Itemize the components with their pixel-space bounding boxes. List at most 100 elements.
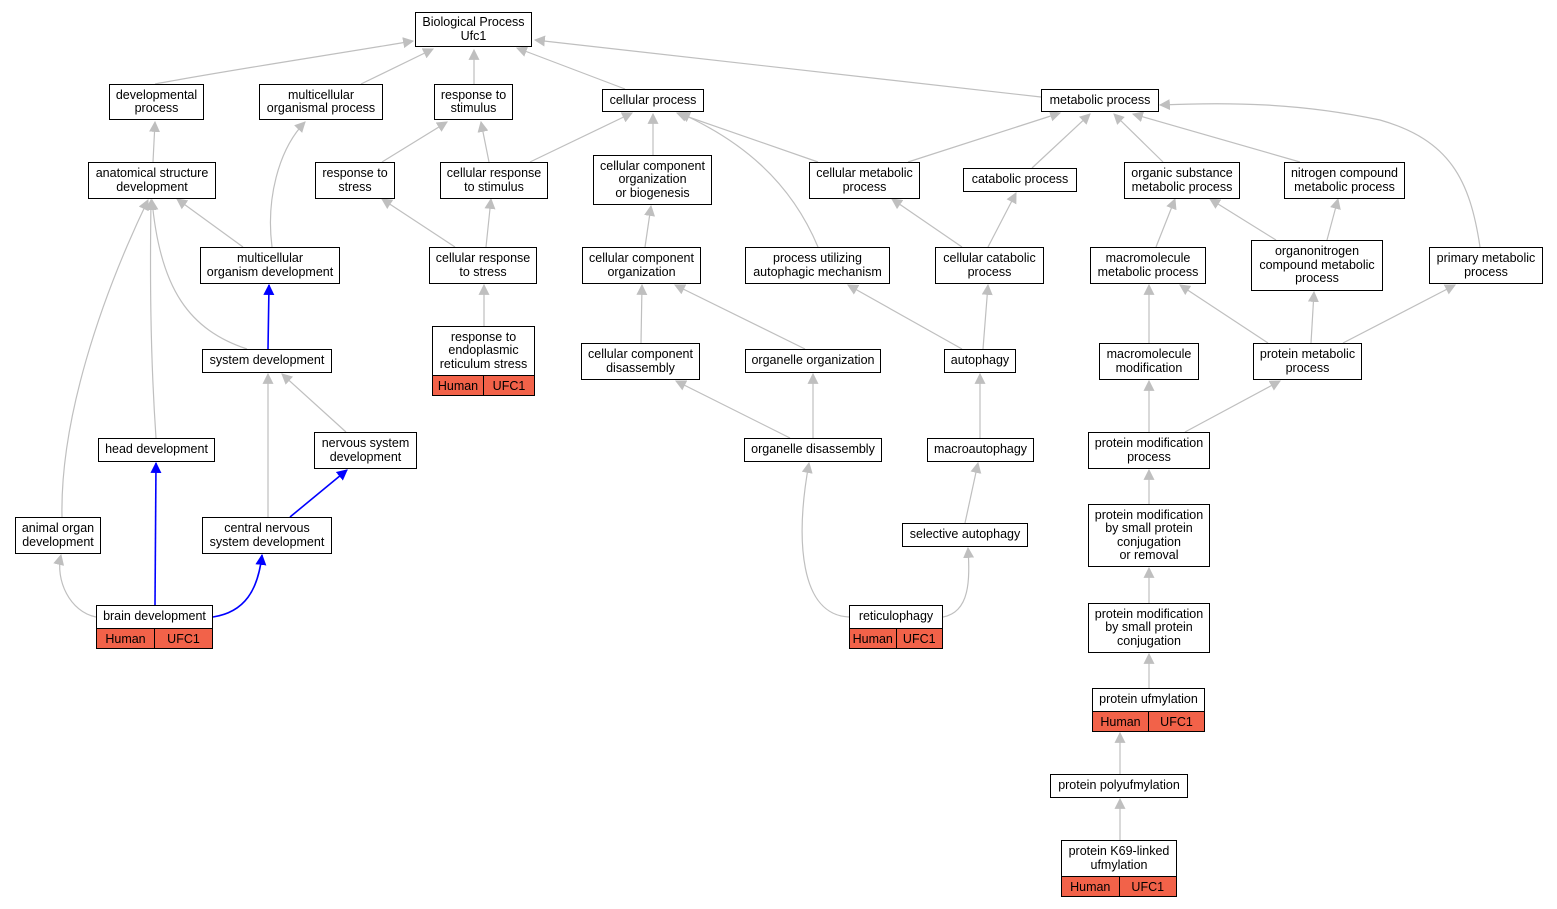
node-animal-organ-development[interactable]: animal organ development xyxy=(15,517,101,554)
annotation-species: Human xyxy=(1093,712,1148,731)
edge-process-utilizing-autophagic-mechanism-to-cellular-process xyxy=(678,112,819,248)
node-nitrogen-compound-metabolic-process[interactable]: nitrogen compound metabolic process xyxy=(1284,162,1405,199)
edge-system-development-to-anatomical-structure-development xyxy=(147,198,248,350)
node-organonitrogen-compound-metabolic-process[interactable]: organonitrogen compound metabolic proces… xyxy=(1251,240,1383,291)
edge-brain-development-to-head-development xyxy=(150,461,162,606)
edge-selective-autophagy-to-macroautophagy xyxy=(964,461,982,524)
node-protein-mod-small-protein-conj[interactable]: protein modification by small protein co… xyxy=(1088,603,1210,653)
edge-organonitrogen-compound-metabolic-process-to-organic-substance-metabolic-process xyxy=(1209,198,1277,241)
edge-brain-development-to-central-nervous-system-development xyxy=(212,553,267,618)
edge-cellular-metabolic-process-to-metabolic-process xyxy=(907,110,1062,163)
node-brain-development[interactable]: brain development xyxy=(96,605,213,629)
edge-central-nervous-system-development-to-nervous-system-development xyxy=(289,469,348,518)
edge-developmental-process-to-root xyxy=(154,37,415,85)
edge-cellular-response-to-stimulus-to-response-to-stimulus xyxy=(477,120,490,163)
node-protein-metabolic-process[interactable]: protein metabolic process xyxy=(1253,343,1362,380)
edge-organonitrogen-compound-metabolic-process-to-nitrogen-compound-metabolic-process xyxy=(1326,197,1341,241)
node-macromolecule-modification[interactable]: macromolecule modification xyxy=(1099,343,1199,380)
node-root[interactable]: Biological Process Ufc1 xyxy=(415,12,532,47)
node-central-nervous-system-development[interactable]: central nervous system development xyxy=(202,517,332,554)
edge-nervous-system-development-to-system-development xyxy=(281,373,347,433)
edge-anatomical-structure-development-to-developmental-process xyxy=(149,120,160,163)
node-protein-ufmylation[interactable]: protein ufmylation xyxy=(1092,688,1205,712)
node-metabolic-process[interactable]: metabolic process xyxy=(1041,89,1159,112)
node-reticulophagy[interactable]: reticulophagy xyxy=(849,605,943,629)
annotation-species: Human xyxy=(433,376,483,395)
edge-nitrogen-compound-metabolic-process-to-metabolic-process xyxy=(1131,111,1301,163)
edge-autophagy-to-cellular-catabolic-process xyxy=(981,283,993,350)
node-process-utilizing-autophagic-mechanism[interactable]: process utilizing autophagic mechanism xyxy=(745,247,890,284)
node-macroautophagy[interactable]: macroautophagy xyxy=(927,438,1034,462)
edge-cellular-component-disassembly-to-cellular-component-organization xyxy=(636,283,648,344)
edge-protein-metabolic-process-to-macromolecule-metabolic-process xyxy=(1179,284,1269,344)
edge-multicellular-organism-development-to-multicellular-organismal-process xyxy=(269,121,306,248)
edge-head-development-to-anatomical-structure-development xyxy=(145,198,157,439)
node-organelle-organization[interactable]: organelle organization xyxy=(745,349,881,373)
node-developmental-process[interactable]: developmental process xyxy=(109,84,204,120)
edge-cellular-response-to-stress-to-cellular-response-to-stimulus xyxy=(484,197,496,248)
node-macromolecule-metabolic-process[interactable]: macromolecule metabolic process xyxy=(1090,247,1206,284)
graph-edges xyxy=(53,35,1481,840)
node-multicellular-organismal-process[interactable]: multicellular organismal process xyxy=(259,84,383,120)
node-multicellular-organism-development[interactable]: multicellular organism development xyxy=(200,247,340,284)
edge-reticulophagy-to-organelle-disassembly xyxy=(801,461,850,618)
node-catabolic-process[interactable]: catabolic process xyxy=(963,168,1077,192)
edge-primary-metabolic-process-to-metabolic-process xyxy=(1158,99,1481,248)
edge-cellular-catabolic-process-to-catabolic-process xyxy=(987,192,1017,248)
node-head-development[interactable]: head development xyxy=(98,438,215,462)
annotation-species: Human xyxy=(1062,877,1119,896)
edge-response-to-stress-to-response-to-stimulus xyxy=(381,121,448,163)
annotation-gene: UFC1 xyxy=(154,629,212,648)
edge-multicellular-organism-development-to-anatomical-structure-development xyxy=(176,198,244,248)
edge-protein-modification-process-to-protein-metabolic-process xyxy=(1184,380,1281,433)
node-system-development[interactable]: system development xyxy=(202,349,332,373)
annotation-gene: UFC1 xyxy=(1148,712,1204,731)
node-cellular-metabolic-process[interactable]: cellular metabolic process xyxy=(809,162,920,199)
edge-cellular-response-to-stimulus-to-cellular-process xyxy=(529,112,633,163)
node-cellular-component-organization[interactable]: cellular component organization xyxy=(582,247,701,284)
annotation-species: Human xyxy=(97,629,154,648)
edge-cellular-metabolic-process-to-cellular-process xyxy=(675,111,819,163)
node-protein-k69-linked-ufmylation[interactable]: protein K69-linked ufmylation xyxy=(1061,840,1177,877)
node-protein-polyufmylation[interactable]: protein polyufmylation xyxy=(1050,774,1188,798)
edge-reticulophagy-to-selective-autophagy xyxy=(942,546,975,618)
node-cellular-catabolic-process[interactable]: cellular catabolic process xyxy=(935,247,1044,284)
node-selective-autophagy[interactable]: selective autophagy xyxy=(902,523,1028,547)
node-protein-modification-process[interactable]: protein modification process xyxy=(1088,432,1210,469)
annotation-gene: UFC1 xyxy=(895,629,942,648)
edge-protein-metabolic-process-to-organonitrogen-compound-metabolic-process xyxy=(1307,290,1319,344)
node-anatomical-structure-development[interactable]: anatomical structure development xyxy=(88,162,216,199)
node-protein-mod-small-protein-conj-or-removal[interactable]: protein modification by small protein co… xyxy=(1088,504,1210,567)
node-organic-substance-metabolic-process[interactable]: organic substance metabolic process xyxy=(1124,162,1240,199)
node-cellular-component-disassembly[interactable]: cellular component disassembly xyxy=(581,343,700,380)
node-response-to-stress[interactable]: response to stress xyxy=(315,162,395,199)
annotation-gene: UFC1 xyxy=(1118,877,1176,896)
annotation-gene: UFC1 xyxy=(483,376,534,395)
node-cellular-response-to-stimulus[interactable]: cellular response to stimulus xyxy=(440,162,548,199)
node-cellular-component-organization-or-biogenesis[interactable]: cellular component organization or bioge… xyxy=(593,155,712,205)
node-autophagy[interactable]: autophagy xyxy=(944,349,1016,373)
edge-catabolic-process-to-metabolic-process xyxy=(1031,113,1091,169)
edge-cellular-response-to-stress-to-response-to-stress xyxy=(381,198,456,248)
node-response-to-er-stress[interactable]: response to endoplasmic reticulum stress xyxy=(432,326,535,376)
node-primary-metabolic-process[interactable]: primary metabolic process xyxy=(1429,247,1543,284)
edge-system-development-to-multicellular-organism-development xyxy=(263,283,275,350)
node-cellular-process[interactable]: cellular process xyxy=(602,89,704,112)
node-organelle-disassembly[interactable]: organelle disassembly xyxy=(744,438,882,462)
node-cellular-response-to-stress[interactable]: cellular response to stress xyxy=(429,247,537,284)
edge-cellular-catabolic-process-to-cellular-metabolic-process xyxy=(891,198,963,248)
node-nervous-system-development[interactable]: nervous system development xyxy=(314,432,417,469)
edge-protein-metabolic-process-to-primary-metabolic-process xyxy=(1342,284,1456,344)
edge-animal-organ-development-to-anatomical-structure-development xyxy=(61,199,149,518)
edge-cellular-component-organization-to-cellular-component-organization-or-biogenesis xyxy=(644,204,656,248)
edge-organelle-organization-to-cellular-component-organization xyxy=(674,284,806,350)
edge-cellular-process-to-root xyxy=(515,46,626,90)
node-response-to-stimulus[interactable]: response to stimulus xyxy=(434,84,513,120)
edge-organic-substance-metabolic-process-to-metabolic-process xyxy=(1113,113,1164,163)
